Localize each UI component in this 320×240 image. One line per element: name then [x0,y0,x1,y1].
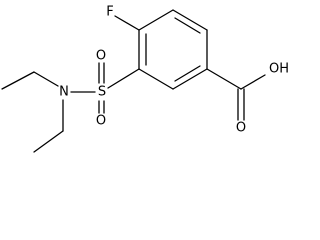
atom-label-sulfonyl-oxygen-top: O [96,49,106,64]
atom-label-sulfonyl-oxygen-bottom: O [96,114,106,129]
atom-label-hydroxyl: OH [269,62,289,77]
bond-c-f [114,15,140,31]
atom-label-fluorine: F [106,5,113,20]
bond-carboxyl-oh [240,74,266,90]
bond-c-s [107,68,140,89]
atom-label-carbonyl-oxygen: O [236,121,246,136]
benzene-ring [138,9,208,90]
ring-bond-c6-c1 [138,9,174,31]
bond-n-ethyl-upper-ch2 [33,71,59,87]
ring-double-bond-top [174,17,201,34]
bond-c-carboxyl [206,68,242,90]
chemical-structure: F S O O N OH O [1,5,289,153]
bond-ethyl-lower-ch3 [33,130,64,153]
atom-label-nitrogen: N [59,85,69,100]
ring-bond-c4-c5 [138,68,174,90]
bond-ethyl-upper-ch3 [1,71,35,90]
atom-label-sulfur: S [98,85,106,100]
ring-bond-c3-c4 [172,68,208,90]
ring-bond-c1-c2 [172,9,208,31]
ring-double-bond-right [174,65,201,82]
